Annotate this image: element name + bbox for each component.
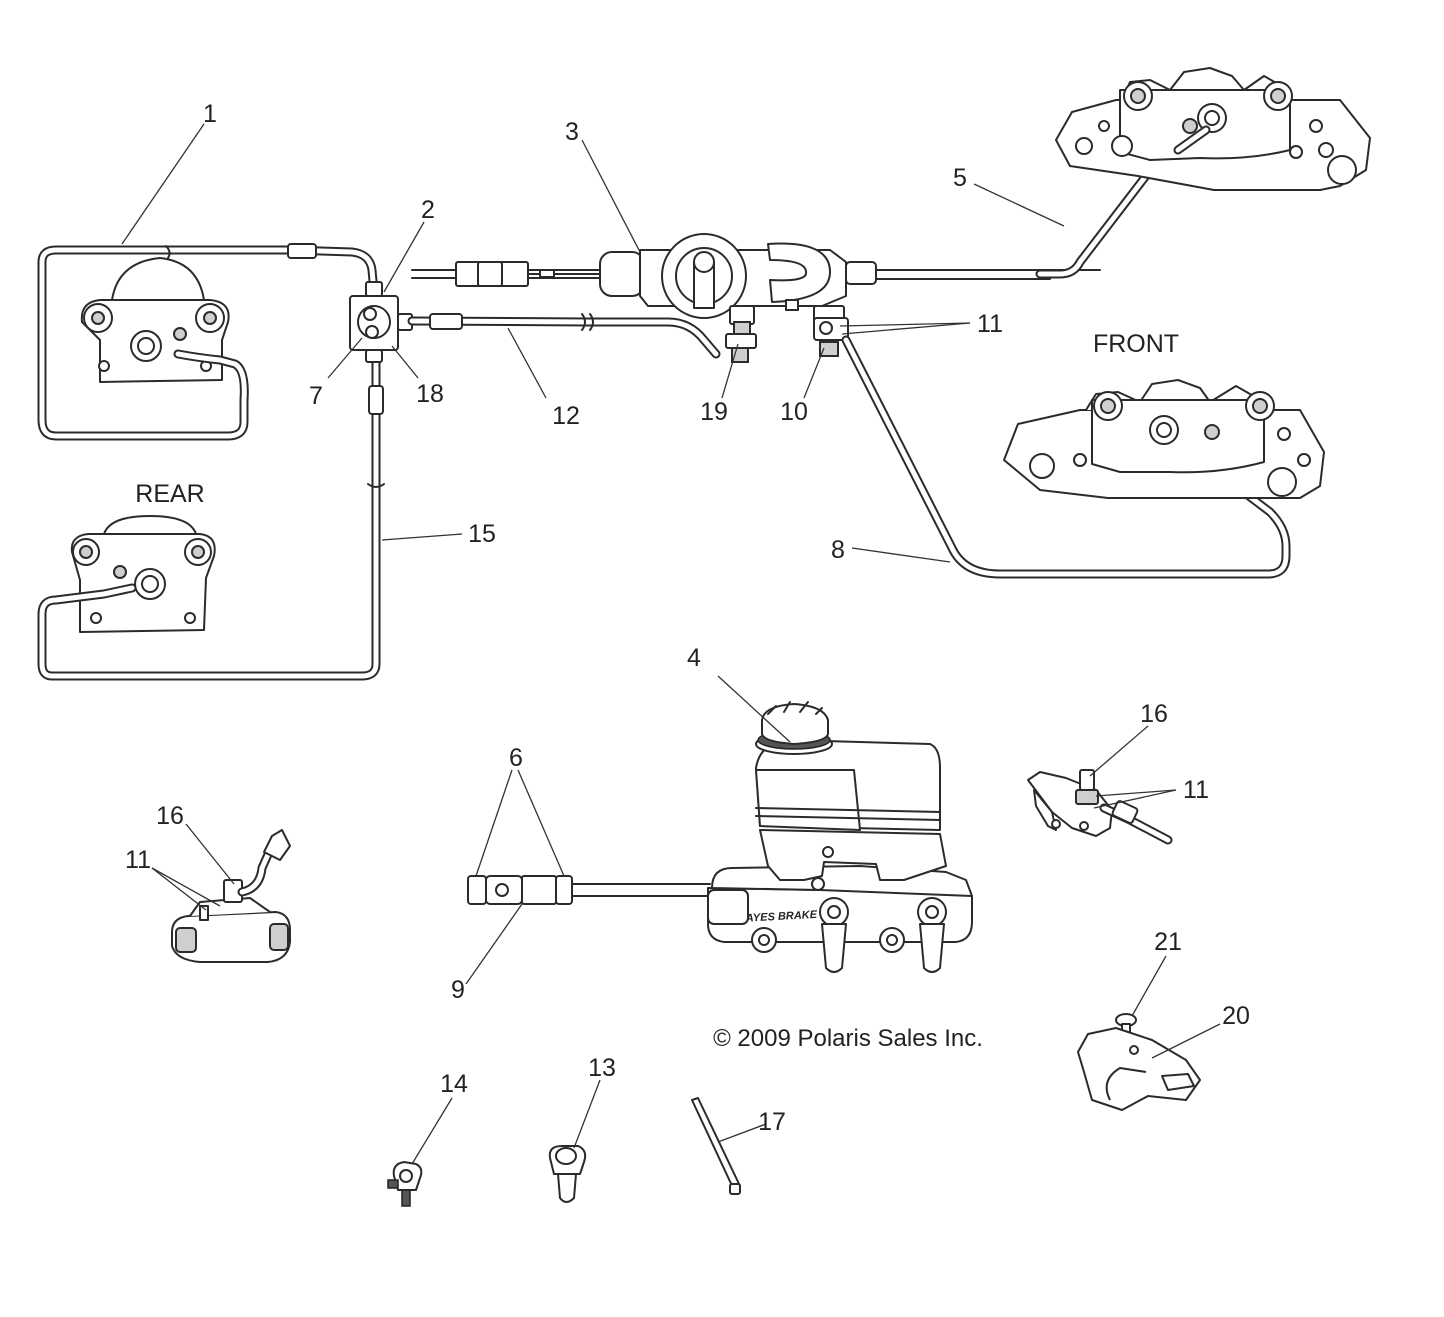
leader-lines — [121, 123, 1221, 1165]
callout-8: 8 — [831, 536, 845, 564]
callout-14: 14 — [440, 1070, 468, 1098]
front-label: FRONT — [1093, 330, 1179, 358]
callout-11-right: 11 — [1183, 776, 1209, 804]
callout-4: 4 — [687, 644, 701, 672]
rear-brake-lines — [37, 243, 385, 681]
master-cylinder: HAYES BRAKE — [467, 701, 973, 973]
callout-15: 15 — [468, 520, 496, 548]
rear-lower-caliper — [70, 515, 216, 633]
callout-9: 9 — [451, 976, 465, 1004]
callout-17: 17 — [758, 1108, 786, 1136]
callout-16-right: 16 — [1140, 700, 1168, 728]
brake-line-5 — [1035, 135, 1183, 279]
clip-13 — [548, 1145, 587, 1203]
callout-12: 12 — [552, 402, 580, 430]
clip-14 — [387, 1161, 423, 1207]
callout-7: 7 — [309, 382, 323, 410]
copyright-text: © 2009 Polaris Sales Inc. — [713, 1025, 983, 1052]
callout-2: 2 — [421, 196, 435, 224]
callout-13: 13 — [588, 1054, 616, 1082]
right-sensor-bracket — [1027, 769, 1173, 845]
rear-label: REAR — [135, 480, 204, 508]
callout-11-left: 11 — [125, 846, 151, 874]
callout-11-top: 11 — [977, 310, 1003, 338]
callout-6: 6 — [509, 744, 523, 772]
valve-fittings — [725, 317, 849, 363]
brake-junction-block — [349, 281, 413, 363]
callout-numbers: 1 2 3 4 5 6 7 8 9 10 11 11 11 12 13 14 1… — [125, 100, 1250, 1136]
callout-19: 19 — [700, 398, 728, 426]
callout-1: 1 — [203, 100, 217, 128]
brake-line-8 — [841, 335, 1291, 579]
rear-upper-caliper — [80, 257, 230, 383]
callout-10: 10 — [780, 398, 808, 426]
callout-21: 21 — [1154, 928, 1182, 956]
callout-3: 3 — [565, 118, 579, 146]
brake-line-12 — [407, 313, 721, 359]
cable-tie-17 — [691, 1097, 741, 1195]
front-lower-caliper — [1003, 379, 1325, 499]
callout-5: 5 — [953, 164, 967, 192]
callout-18: 18 — [416, 380, 444, 408]
left-sensor-bracket — [171, 829, 291, 963]
callout-20: 20 — [1222, 1002, 1250, 1030]
callout-16-left: 16 — [156, 802, 184, 830]
svg-text:HAYES BRAKE: HAYES BRAKE — [738, 909, 818, 925]
clamp-20 — [1077, 1027, 1201, 1111]
front-upper-caliper — [1055, 67, 1371, 191]
